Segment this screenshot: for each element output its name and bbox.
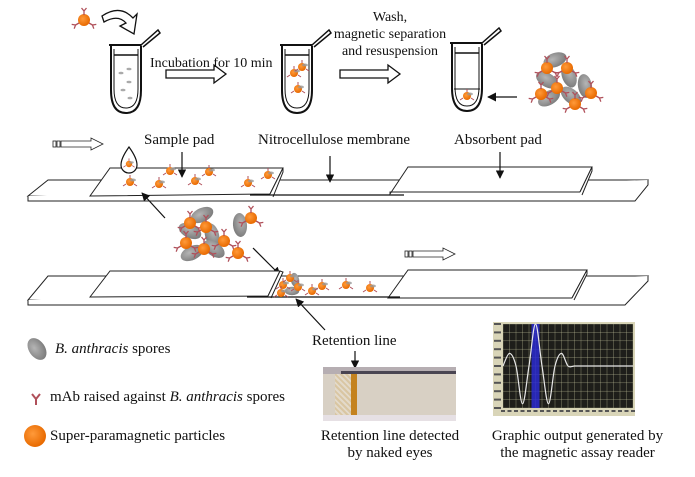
- legend-antibody-species: B. anthracis: [169, 389, 243, 405]
- sample-drop: [120, 145, 138, 174]
- legend-antibody-text: spores: [242, 389, 285, 405]
- reader-y-tick-label: [494, 365, 501, 367]
- retention-line-pointer: [295, 298, 326, 331]
- sample-pad-label: Sample pad: [144, 132, 215, 148]
- legend-particle-icon: [24, 425, 46, 447]
- reader-x-tick-label: [559, 410, 564, 412]
- legend-spores-species: B. anthracis: [55, 341, 129, 357]
- legend-spores: B. anthracis spores: [55, 341, 170, 357]
- reader-caption-line2: the magnetic assay reader: [500, 445, 655, 461]
- legend-antibody: mAb raised against B. anthracis spores: [50, 389, 285, 405]
- reader-y-tick-label: [494, 390, 501, 393]
- reader-x-tick-label: [520, 410, 525, 412]
- strip-2: [26, 269, 650, 306]
- spore-particle-complex-top: [529, 49, 604, 112]
- curved-add-arrow: [101, 9, 138, 36]
- photo-edge-line: [341, 371, 456, 374]
- reader-x-tick-label: [611, 410, 616, 412]
- photo-caption-line1: Retention line detected: [320, 428, 460, 444]
- reader-x-tick-label: [592, 410, 596, 412]
- flow-arrow-2: [404, 247, 456, 261]
- reader-x-tick-label: [546, 410, 551, 412]
- reader-y-tick-label: [494, 348, 501, 351]
- wash-label-line3: and resuspension: [341, 44, 439, 59]
- photo-sample-area: [335, 374, 351, 415]
- legend-particles: Super-paramagnetic particles: [50, 428, 226, 444]
- reader-output-frame: [493, 322, 635, 416]
- absorbent-pad-label: Absorbent pad: [454, 132, 542, 148]
- reader-x-tick-label: [585, 410, 590, 412]
- reader-x-tick-label: [624, 410, 629, 412]
- photo-bottom-band: [323, 415, 456, 421]
- reader-y-tick-label: [494, 356, 501, 359]
- wash-label-line1: Wash,: [372, 10, 408, 25]
- tube-1: [108, 29, 161, 114]
- flow-arrow-1: [52, 137, 104, 151]
- reader-x-tick-label: [553, 410, 557, 412]
- legend-spore-icon: [27, 338, 47, 360]
- reader-caption-line1: Graphic output generated by: [491, 428, 664, 444]
- spore-particle-complex-middle: [174, 203, 264, 265]
- reader-y-tick-label: [494, 381, 501, 384]
- reader-x-tick-label: [572, 410, 577, 412]
- strip-photo: [323, 367, 456, 421]
- reader-y-tick-label: [494, 407, 501, 409]
- reader-x-tick-label: [579, 410, 583, 412]
- reader-y-tick-label: [494, 323, 501, 325]
- reader-y-tick-label: [494, 373, 501, 376]
- wash-label-line2: magnetic separation: [333, 27, 447, 42]
- reader-y-tick-label: [494, 398, 501, 401]
- reader-x-tick-label: [598, 410, 603, 412]
- complex-to-sample-arrow: [141, 192, 166, 219]
- particle-with-antibodies: [72, 8, 97, 29]
- reader-x-tick-label: [540, 410, 544, 412]
- photo-retention-line: [351, 374, 357, 415]
- reader-x-tick-label: [527, 410, 531, 412]
- reader-x-tick-label: [618, 410, 622, 412]
- retention-line-label: Retention line: [312, 333, 397, 349]
- reader-x-tick-label: [507, 410, 512, 412]
- reader-y-tick-label: [494, 331, 501, 334]
- strip-1: [26, 166, 650, 202]
- legend-antibody-icon: [31, 393, 41, 405]
- photo-top-band: [323, 367, 456, 374]
- reader-highlight-band: [531, 324, 540, 408]
- reader-signal-line: [502, 323, 633, 405]
- photo-caption-line2: by naked eyes: [347, 445, 433, 461]
- reader-x-tick-label: [533, 410, 538, 412]
- legend-antibody-prefix: mAb raised against: [50, 389, 170, 405]
- reader-x-tick-label: [514, 410, 518, 412]
- reader-x-tick-label: [605, 410, 609, 412]
- legend-spores-text: spores: [128, 341, 171, 357]
- reader-x-tick-label: [501, 410, 505, 412]
- reader-x-tick-label: [566, 410, 570, 412]
- incubation-label: Incubation for 10 min: [150, 56, 273, 71]
- wash-arrow: [339, 64, 401, 84]
- tube-2: [279, 29, 332, 114]
- membrane-label: Nitrocellulose membrane: [258, 132, 411, 148]
- reader-output-chart: [494, 323, 635, 412]
- reader-y-tick-label: [494, 339, 501, 342]
- reader-x-tick-label: [631, 410, 635, 412]
- tube-3: [449, 27, 502, 112]
